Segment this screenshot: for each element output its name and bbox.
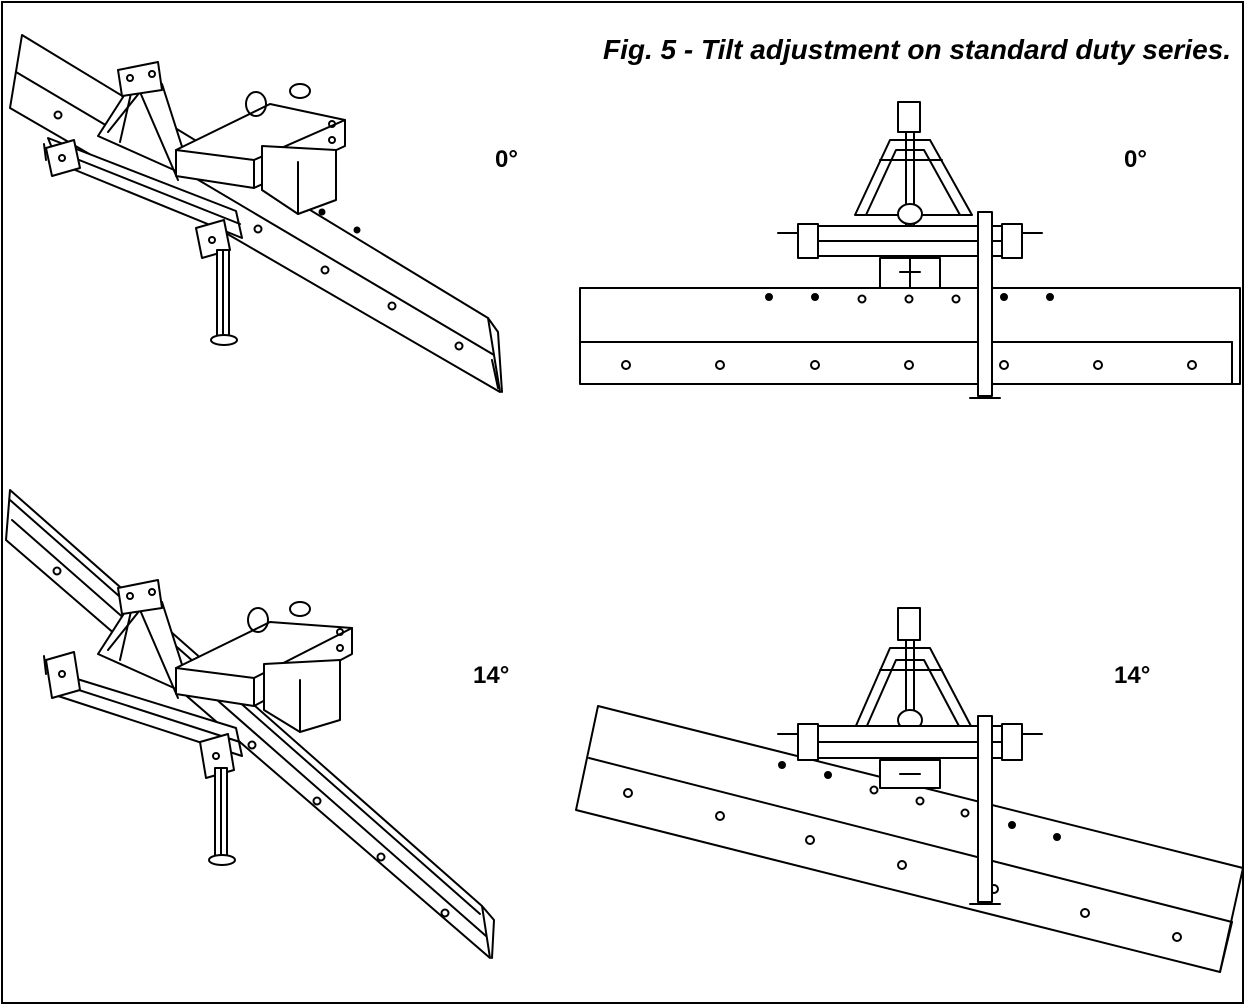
angle-label-bottom-left: 14°: [473, 662, 510, 689]
figure-caption: Fig. 5 - Tilt adjustment on standard dut…: [602, 34, 1231, 65]
front-blade-0deg: [579, 101, 1241, 399]
angle-label-top-left: 0°: [495, 146, 518, 173]
angle-label-top-right: 0°: [1124, 146, 1147, 173]
angle-label-bottom-right: 14°: [1114, 662, 1151, 689]
iso-blade-0deg: [9, 34, 503, 393]
iso-blade-14deg: [5, 489, 495, 959]
front-blade-14deg: [575, 607, 1244, 973]
